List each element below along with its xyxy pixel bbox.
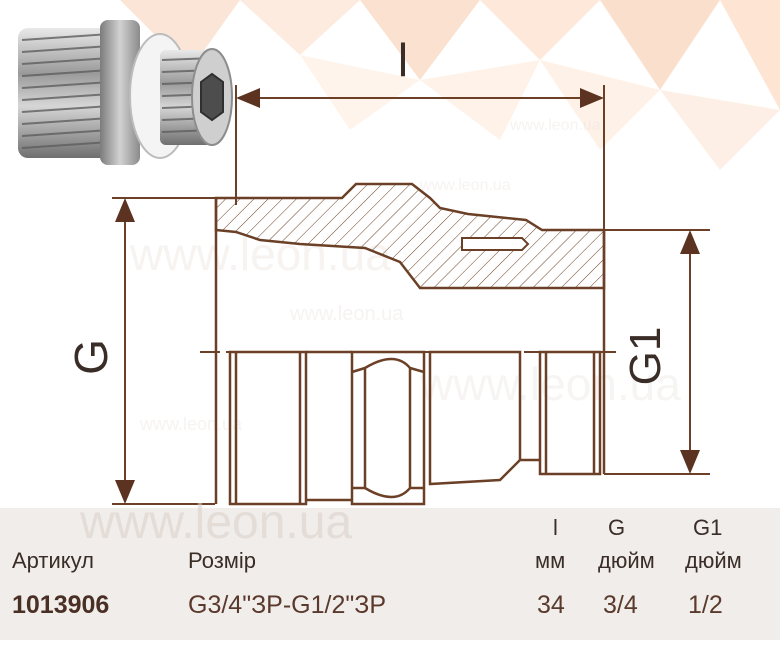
fitting-outline: [214, 198, 606, 506]
dimension-g1: [604, 229, 710, 475]
row-article: 1013906: [12, 591, 110, 619]
header-g-symbol: G: [608, 515, 626, 540]
dim-g1-arrow-top: [680, 230, 700, 254]
row-l: 34: [537, 591, 565, 619]
header-article: Артикул: [12, 548, 95, 573]
header-g1-unit: дюйм: [685, 548, 742, 573]
dim-g1-arrow-bottom: [680, 450, 700, 474]
row-size: G3/4"ЗР-G1/2"ЗР: [188, 591, 387, 619]
watermark-small-2: www.leon.ua: [139, 414, 243, 434]
header-g1-symbol: G1: [693, 515, 723, 540]
dimension-g: [112, 197, 215, 505]
row-g1: 1/2: [688, 591, 723, 619]
dim-g-label: G: [65, 339, 117, 375]
header-l-unit: мм: [535, 548, 566, 573]
dim-l-arrow-right: [580, 88, 604, 108]
dimension-l: [235, 85, 605, 230]
header-size: Розмір: [188, 548, 257, 573]
dim-l-arrow-left: [236, 88, 260, 108]
dim-g-arrow-top: [115, 198, 135, 222]
header-g-unit: дюйм: [598, 548, 655, 573]
dim-g-arrow-bottom: [115, 480, 135, 504]
spec-table-band: [0, 508, 780, 640]
dim-g1-label: G1: [621, 327, 670, 386]
watermark-small-4: www.leon.ua: [509, 117, 601, 134]
fitting-photo: [18, 20, 233, 165]
dim-l-label: l: [398, 34, 408, 86]
watermark-large-2: www.leon.ua: [419, 358, 681, 410]
decorative-background: [120, 0, 780, 170]
watermark-small-3: www.leon.ua: [419, 177, 511, 194]
header-l-symbol: l: [553, 515, 558, 540]
section-groove: [461, 237, 530, 251]
watermark-small-1: www.leon.ua: [289, 303, 404, 325]
row-g: 3/4: [603, 591, 638, 619]
table-watermark: www.leon.ua: [80, 496, 353, 549]
